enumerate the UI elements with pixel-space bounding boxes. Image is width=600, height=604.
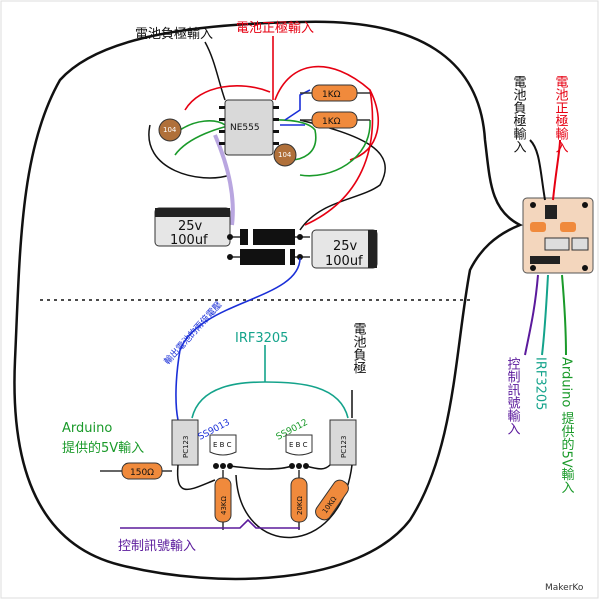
wire-black-loop <box>148 124 231 179</box>
resistor-20k: 20KΩ <box>290 470 308 530</box>
resistor-10k: 10KΩ <box>315 479 349 521</box>
speech-bubble <box>13 20 524 581</box>
pcb-module <box>522 197 594 274</box>
resistor-1k-a: 1KΩ <box>300 84 370 102</box>
svg-text:1KΩ: 1KΩ <box>322 90 341 100</box>
battery-negative-input-label: 電池負極輸入 <box>135 26 213 42</box>
wire-black-right <box>305 464 331 470</box>
wire-black-top <box>204 41 226 101</box>
transistor-ss9013: E B C <box>209 434 237 456</box>
side-wire-teal <box>541 274 549 356</box>
ceramic-cap-a: 104 <box>158 118 182 142</box>
wire-green-a <box>179 120 226 131</box>
ceramic-cap-b: 104 <box>273 143 297 167</box>
side-irf-label: IRF3205 <box>533 357 548 410</box>
battery-negative-label: 電池負極 <box>351 322 367 374</box>
svg-text:43KΩ: 43KΩ <box>220 496 228 515</box>
wire-red-c <box>304 89 374 226</box>
svg-text:104: 104 <box>163 126 177 134</box>
svg-text:100uf: 100uf <box>325 254 363 269</box>
irf3205-label: IRF3205 <box>235 331 288 346</box>
svg-text:E B C: E B C <box>213 441 232 449</box>
svg-text:20KΩ: 20KΩ <box>296 496 304 515</box>
pc123-right: PC123 <box>329 419 357 466</box>
svg-text:100uf: 100uf <box>170 233 208 248</box>
svg-text:150Ω: 150Ω <box>130 468 154 478</box>
svg-text:E B C: E B C <box>289 441 308 449</box>
wire-black-right <box>299 119 386 231</box>
wire-green-c <box>299 119 371 177</box>
wire-red-b <box>274 65 379 161</box>
svg-text:104: 104 <box>278 151 292 159</box>
wire-blue-output <box>175 257 301 421</box>
diode-bottom <box>230 249 310 265</box>
transistor-ss9012: E B C <box>285 434 313 456</box>
ne555-chip: NE555 <box>219 99 279 156</box>
svg-text:25v: 25v <box>178 219 203 234</box>
svg-text:1KΩ: 1KΩ <box>322 117 341 127</box>
brand-logo: MakerKo <box>545 583 584 593</box>
svg-text:NE555: NE555 <box>230 123 260 133</box>
side-wire-green <box>561 274 567 356</box>
resistor-150: 150Ω <box>100 462 172 480</box>
resistor-1k-b: 1KΩ <box>300 111 370 129</box>
side-battery-negative-label: 電池負極輸入 <box>511 75 527 153</box>
side-wire-black <box>529 139 546 201</box>
wire-black-mid <box>229 465 293 470</box>
side-wire-purple <box>524 274 539 356</box>
resistor-43k: 43KΩ <box>214 470 232 530</box>
wire-black-left <box>176 464 216 491</box>
side-arduino-label: Arduino 提供的5V輸入 <box>559 357 575 494</box>
arduino-5v-label-line1: Arduino <box>62 421 112 436</box>
electrolytic-cap-left: 25v 100uf <box>154 207 231 248</box>
battery-positive-input-label: 電池正極輸入 <box>236 20 314 36</box>
svg-text:PC123: PC123 <box>340 436 348 458</box>
wire-red-a <box>184 84 271 111</box>
electrolytic-cap-right: 25v 100uf <box>311 229 378 269</box>
side-wire-red <box>552 139 561 201</box>
diode-top <box>230 229 310 245</box>
side-control-signal-label: 控制訊號輸入 <box>505 357 521 435</box>
arduino-5v-label-line2: 提供的5V輸入 <box>62 440 144 456</box>
svg-text:25v: 25v <box>333 239 358 254</box>
control-signal-input-label: 控制訊號輸入 <box>118 539 196 554</box>
side-battery-positive-label: 電池正極輸入 <box>553 75 569 153</box>
wire-purple-control <box>120 518 300 529</box>
svg-text:PC123: PC123 <box>182 436 190 458</box>
wire-lavender <box>213 134 235 226</box>
pc123-left: PC123 <box>171 419 199 466</box>
wire-green-b <box>174 119 317 161</box>
